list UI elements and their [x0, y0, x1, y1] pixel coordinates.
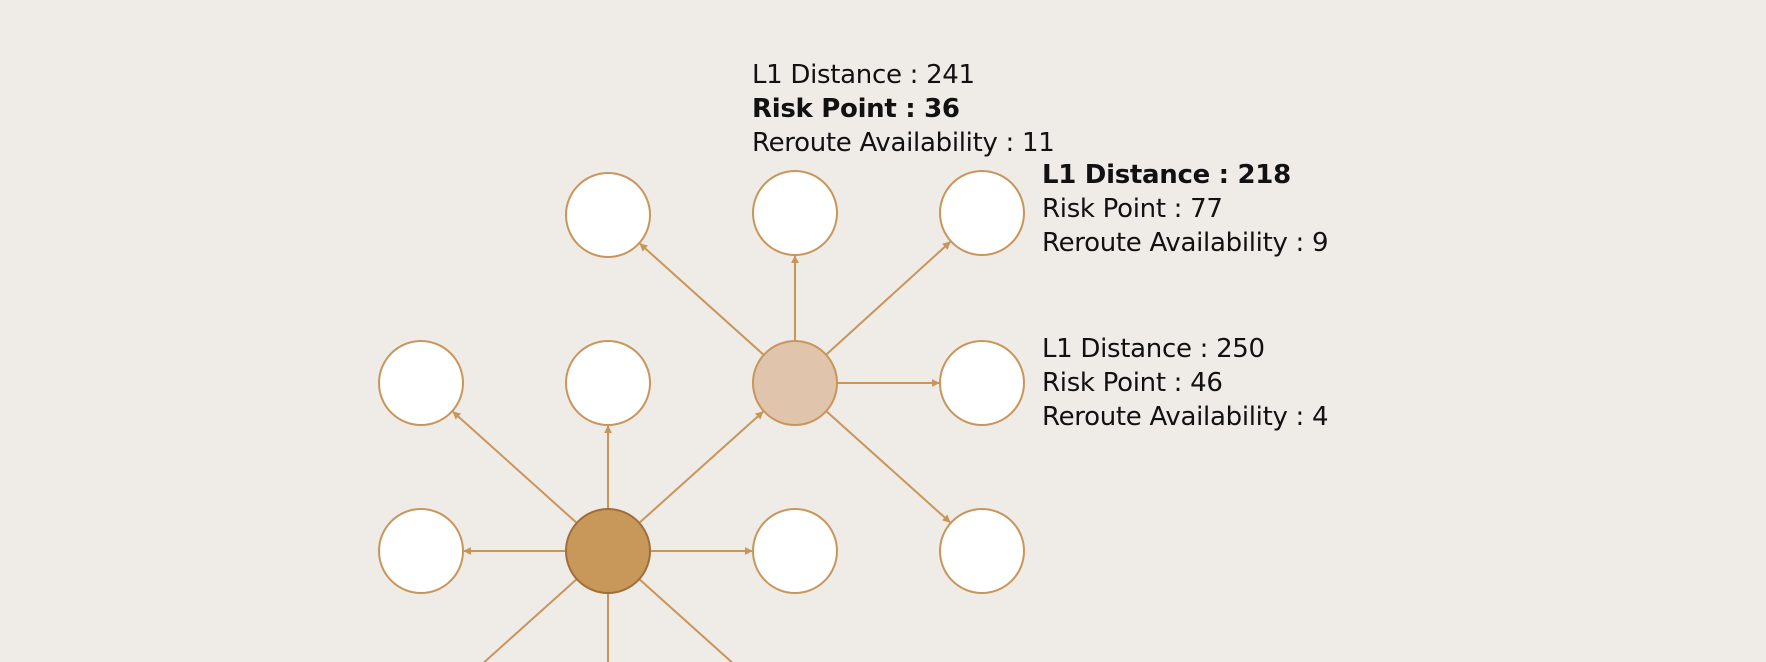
label-top: L1 Distance : 241 Risk Point : 36 Rerout… [752, 58, 1055, 160]
edges-group [452, 241, 951, 662]
edge-cur-to-n_t3 [825, 241, 951, 356]
node-t2 [752, 170, 838, 256]
label-top-l1-distance: L1 Distance : 241 [752, 60, 975, 90]
label-upper-right-l1-distance: L1 Distance : 218 [1042, 160, 1291, 190]
label-right: L1 Distance : 250 Risk Point : 46 Rerout… [1042, 332, 1329, 434]
node-b0 [378, 508, 464, 594]
nodes-group [378, 170, 1025, 594]
node-m1 [565, 340, 651, 426]
node-b2 [752, 508, 838, 594]
node-b3 [939, 508, 1025, 594]
label-right-l1-distance: L1 Distance : 250 [1042, 334, 1265, 364]
edge-start-to-n_m0 [452, 410, 578, 524]
node-m0 [378, 340, 464, 426]
edge-start-offscreen-3 [638, 578, 734, 662]
edge-start-to-cur [638, 410, 764, 524]
node-t3 [939, 170, 1025, 256]
label-upper-right: L1 Distance : 218 Risk Point : 77 Rerout… [1042, 158, 1329, 260]
start-node [565, 508, 651, 594]
label-upper-right-reroute: Reroute Availability : 9 [1042, 228, 1329, 258]
edge-cur-to-n_b3 [825, 410, 951, 524]
node-t1 [565, 172, 651, 258]
label-right-risk-point: Risk Point : 46 [1042, 368, 1223, 398]
label-top-reroute: Reroute Availability : 11 [752, 128, 1055, 158]
edge-start-offscreen-1 [482, 578, 578, 662]
label-upper-right-risk-point: Risk Point : 77 [1042, 194, 1223, 224]
node-m3 [939, 340, 1025, 426]
label-right-reroute: Reroute Availability : 4 [1042, 402, 1329, 432]
current-node [752, 340, 838, 426]
label-top-risk-point: Risk Point : 36 [752, 94, 960, 124]
edge-cur-to-n_t1 [639, 242, 765, 356]
